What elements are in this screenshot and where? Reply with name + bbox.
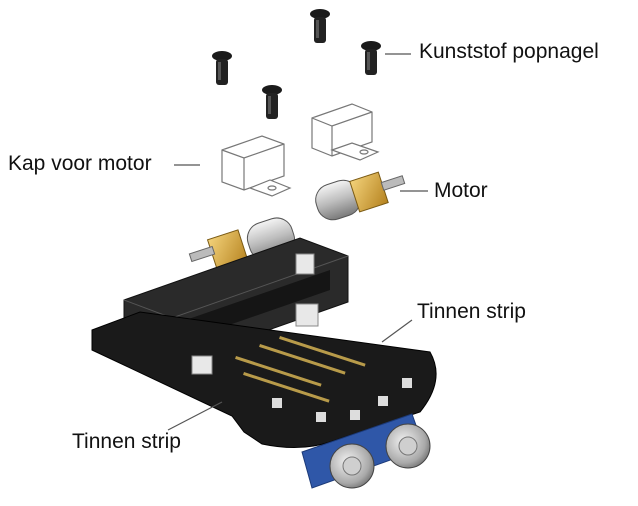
motor-label: Motor xyxy=(434,179,488,202)
rivets-label: Kunststof popnagel xyxy=(419,40,599,63)
plastic-rivet xyxy=(361,41,381,75)
tin-strip-label-bottom: Tinnen strip xyxy=(72,430,181,453)
motor-cap-label: Kap voor motor xyxy=(8,152,152,175)
motor-cap xyxy=(311,103,380,161)
gear-motor xyxy=(315,171,406,221)
tin-strip-label-top: Tinnen strip xyxy=(417,300,526,323)
leader-line xyxy=(381,319,413,343)
motor-cap xyxy=(221,135,292,197)
plastic-rivet xyxy=(310,9,330,43)
leader-line xyxy=(167,401,223,431)
plastic-rivet xyxy=(262,85,282,119)
plastic-rivet xyxy=(212,51,232,85)
chassis-board xyxy=(91,303,437,449)
ultrasonic-sensor xyxy=(301,413,431,489)
